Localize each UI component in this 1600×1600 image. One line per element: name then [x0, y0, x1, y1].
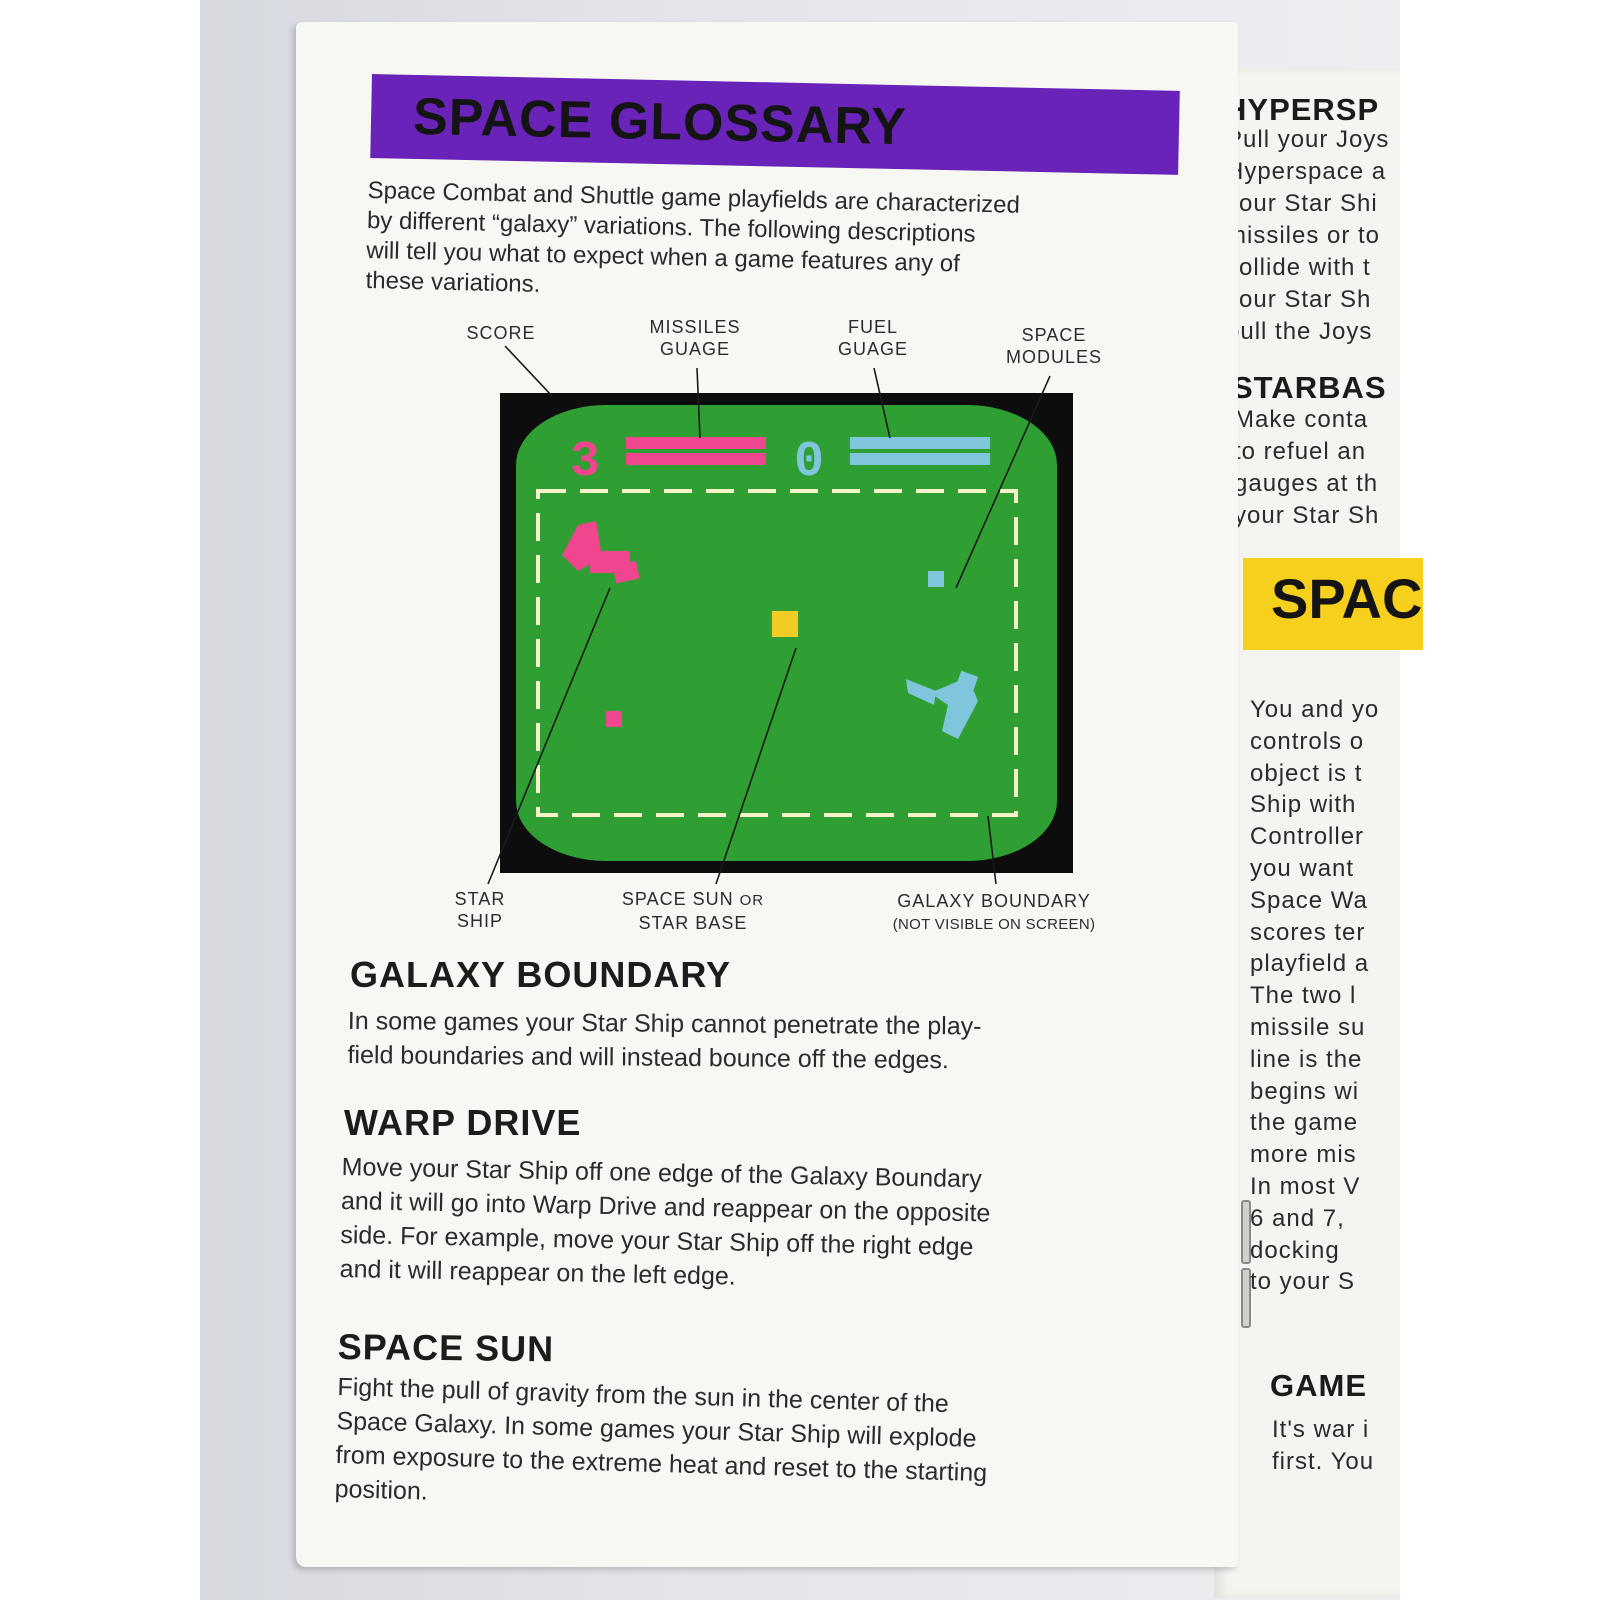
section-banner-text: SPAC — [1271, 567, 1423, 630]
page-title: SPACE GLOSSARY — [412, 87, 908, 157]
staple — [1241, 1200, 1251, 1264]
galaxy-boundary-text: In some games your Star Ship cannot pene… — [347, 1006, 982, 1075]
galaxy-boundary-label: GALAXY BOUNDARY(NOT VISIBLE ON SCREEN) — [892, 891, 1096, 933]
missiles-gauge-bar — [626, 437, 766, 449]
hyperspace-heading: HYPERSP — [1224, 92, 1380, 127]
warp-drive-heading: WARP DRIVE — [344, 1102, 582, 1143]
fuel-gauge-bar — [850, 437, 990, 449]
game-heading: GAME — [1270, 1368, 1367, 1403]
star-ship-pink — [562, 521, 640, 584]
space-sun — [772, 611, 798, 637]
starbase-text: Make conta to refuel an gauges at th you… — [1234, 406, 1380, 529]
space-module — [606, 711, 622, 727]
title-banner: SPACE GLOSSARY — [370, 74, 1180, 175]
warp-drive-text: Move your Star Ship off one edge of the … — [339, 1152, 991, 1291]
space-sun-heading: SPACE SUN — [337, 1326, 555, 1370]
staple — [1241, 1268, 1251, 1328]
space-sun-text: Fight the pull of gravity from the sun i… — [334, 1372, 988, 1506]
game-screen: 3 0 — [500, 393, 1073, 873]
space-module — [928, 571, 944, 587]
star-ship-blue — [906, 670, 979, 739]
right-body-text: You and yo controls o object is t Ship w… — [1250, 696, 1380, 1296]
galaxy-boundary — [536, 489, 1018, 817]
score-readout: 3 — [570, 434, 600, 491]
intro-paragraph: Space Combat and Shuttle game playfields… — [365, 176, 1021, 298]
right-page — [1214, 68, 1400, 1598]
galaxy-boundary-heading: GALAXY BOUNDARY — [350, 954, 732, 995]
fuel-gauge-bar — [850, 453, 990, 465]
playfield-graphics: 3 0 — [536, 434, 1018, 817]
score-label: SCORE — [466, 323, 536, 343]
fuel-readout: 0 — [794, 434, 824, 491]
section-banner: SPAC — [1243, 558, 1423, 650]
starbase-heading: STARBAS — [1232, 370, 1387, 405]
playfield: 3 0 — [516, 405, 1057, 861]
missiles-gauge-bar — [626, 453, 766, 465]
game-text: It's war i first. You — [1272, 1416, 1375, 1475]
hyperspace-text: Pull your Joys Hyperspace a your Star Sh… — [1226, 126, 1390, 345]
